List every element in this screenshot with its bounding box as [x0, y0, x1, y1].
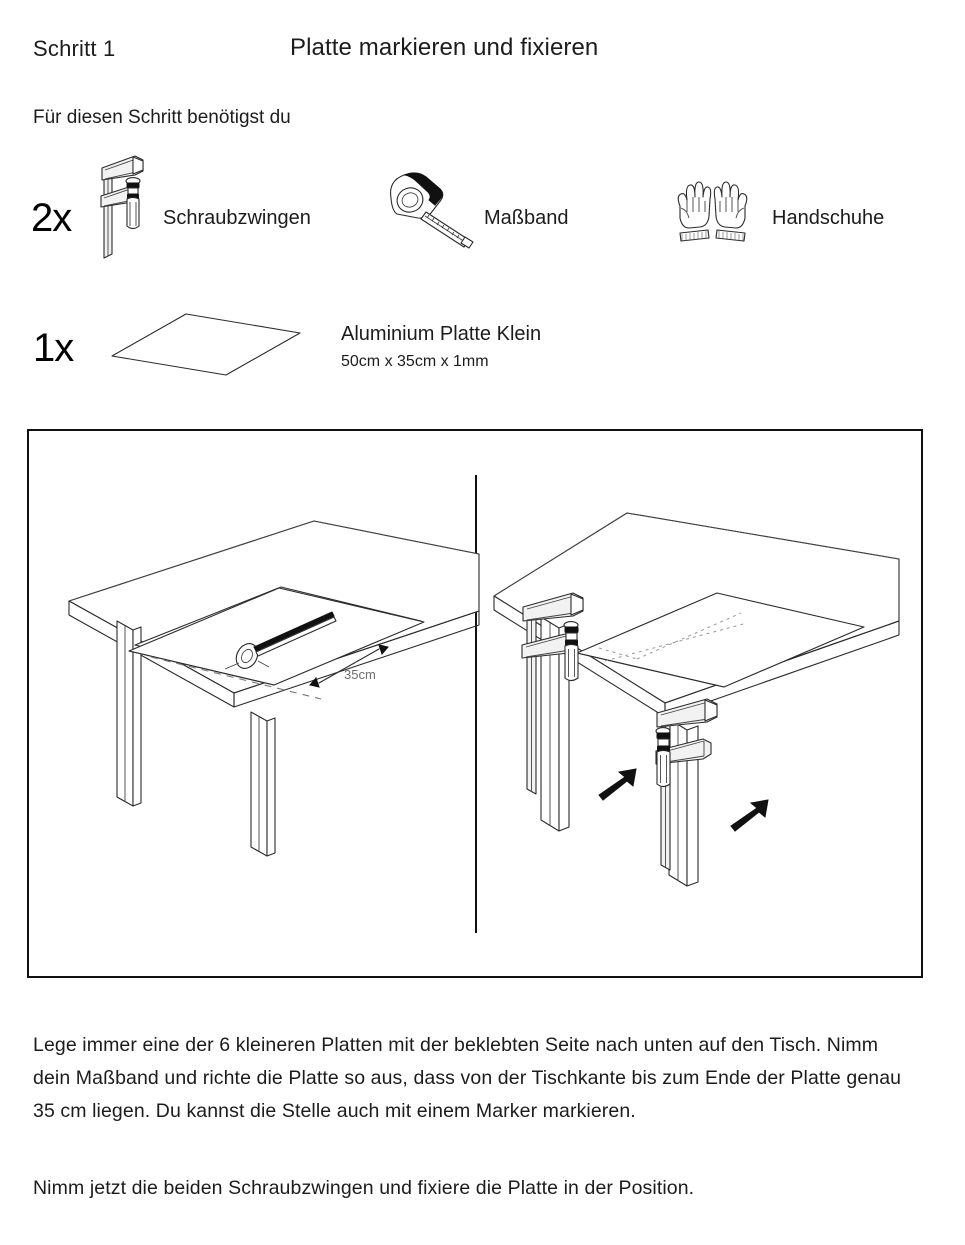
page-title: Platte markieren und fixieren — [290, 34, 599, 61]
tape-measure-label: Maßband — [484, 207, 569, 229]
instruction-paragraph-2: Nimm jetzt die beiden Schraubzwingen und… — [33, 1177, 695, 1199]
step-label: Schritt 1 — [33, 36, 116, 61]
panel-divider — [475, 475, 477, 933]
requirements-label: Für diesen Schritt benötigst du — [33, 107, 291, 128]
left-illustration: 35cm — [29, 431, 480, 976]
aluminium-sheet-icon — [110, 308, 305, 380]
work-gloves-icon — [668, 168, 758, 256]
push-arrow-2 — [730, 799, 769, 832]
illustration-panel: 35cm — [27, 429, 923, 978]
plate-label: Aluminium Platte Klein — [341, 323, 542, 345]
dimension-label-35cm: 35cm — [344, 667, 376, 682]
plate-quantity: 1x — [33, 326, 74, 370]
right-illustration — [479, 431, 925, 976]
clamp-label: Schraubzwingen — [163, 207, 311, 229]
clamp-quantity: 2x — [31, 196, 72, 240]
gloves-label: Handschuhe — [772, 207, 885, 229]
bar-clamp-icon — [88, 150, 148, 262]
push-arrow-1 — [598, 768, 637, 801]
plate-dimensions: 50cm x 35cm x 1mm — [341, 353, 489, 370]
instruction-paragraph-1: Lege immer eine der 6 kleineren Platten … — [33, 1034, 902, 1122]
tape-measure-icon — [385, 168, 480, 249]
